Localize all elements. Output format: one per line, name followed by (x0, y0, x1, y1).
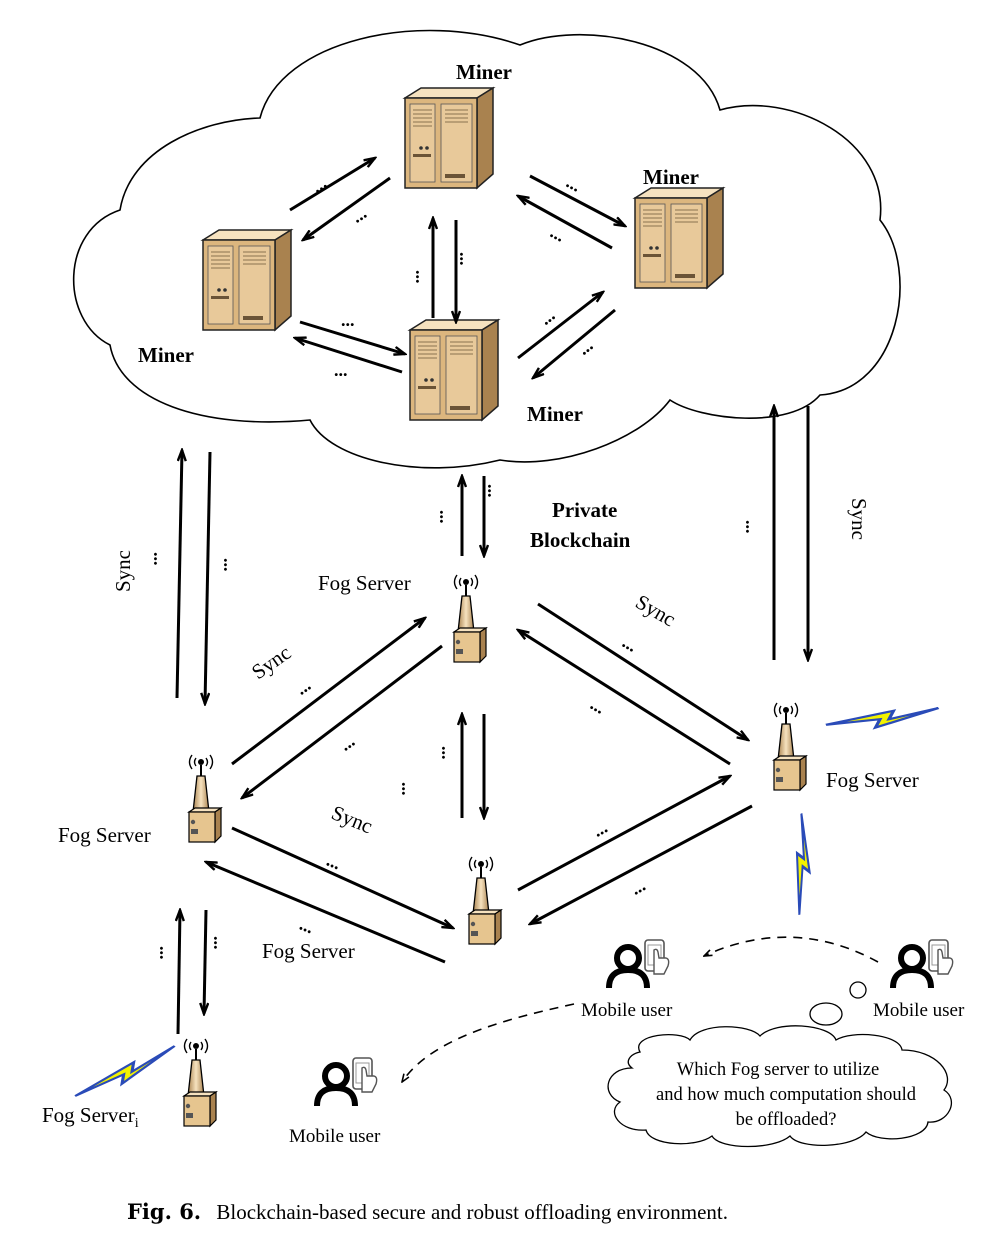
ellipsis: ... (436, 510, 456, 524)
miner-top-server-icon (404, 87, 494, 189)
ellipsis: ... (619, 632, 641, 656)
offload-path-right (704, 936, 879, 963)
figure-caption-label: Fig. 6. (127, 1199, 201, 1224)
fog-server-top-label: Fog Server (318, 571, 411, 595)
figure-caption: Fig. 6. Blockchain-based secure and robu… (127, 1199, 728, 1224)
miner-right-label: Miner (643, 165, 699, 189)
ellipsis: ... (587, 694, 609, 718)
mobile-user-icon (317, 1058, 377, 1106)
ellipsis: ... (334, 360, 348, 380)
ellipsis: ... (150, 552, 170, 566)
thought-line-2: and how much computation should (656, 1085, 917, 1105)
ellipsis: ... (156, 946, 176, 960)
ellipsis: ... (220, 558, 240, 572)
cloud-fog-links (175, 406, 808, 704)
mobile-user-label-center: Mobile user (581, 1000, 673, 1021)
mobile-user-label-left: Mobile user (289, 1126, 381, 1147)
offload-path-left (402, 1003, 575, 1082)
ellipsis: ... (341, 310, 355, 330)
mobile-user-icon (893, 940, 953, 988)
sync-label-right: Sync (847, 498, 871, 540)
private-blockchain-label-line1: Private (552, 498, 617, 522)
ellipsis: ... (297, 914, 317, 938)
thought-line-3: be offloaded? (736, 1110, 837, 1130)
miner-left-server-icon (202, 229, 292, 331)
ellipsis: ... (589, 817, 610, 841)
ellipsis: ... (412, 270, 432, 284)
blockchain-cloud (72, 29, 901, 469)
fog-server-i-label: Fog Serveri (42, 1103, 139, 1131)
lightning-icon (824, 706, 941, 730)
miner-links (289, 158, 625, 378)
ellipsis: ... (210, 936, 230, 950)
ellipsis: ... (398, 782, 418, 796)
fog-fog-links (178, 602, 753, 1035)
fog-server-bottom-label: Fog Server (262, 939, 355, 963)
fog-server-right-label: Fog Server (826, 768, 919, 792)
fog-server-left-label: Fog Server (58, 823, 151, 847)
ellipsis: ... (438, 746, 458, 760)
mobile-user-icon (609, 940, 669, 988)
lightning-icon (68, 1044, 183, 1101)
thought-line-1: Which Fog server to utilize (677, 1060, 879, 1080)
thought-bubble: Which Fog server to utilize and how much… (607, 981, 953, 1148)
figure-caption-text: Blockchain-based secure and robust offlo… (216, 1200, 728, 1224)
fog-server-i-icon (183, 1038, 217, 1127)
fog-server-right-icon (773, 702, 807, 791)
miner-bottom-server-icon (409, 319, 499, 421)
ellipsis: ... (742, 520, 762, 534)
miner-left-label: Miner (138, 343, 194, 367)
fog-server-bottom-icon (468, 856, 502, 945)
sync-label-lower-left: Sync (328, 800, 376, 838)
sync-label-upper-right: Sync (632, 590, 680, 632)
ellipsis: ... (484, 484, 504, 498)
fog-server-left-icon (188, 754, 222, 843)
fog-server-top-icon (453, 574, 487, 663)
lightning-icon (782, 812, 821, 917)
sync-label-upper-left: Sync (247, 640, 295, 684)
ellipsis: ... (292, 675, 315, 699)
mobile-user-label-right: Mobile user (873, 1000, 965, 1021)
ellipsis: ... (627, 875, 648, 899)
ellipsis: ... (336, 731, 359, 755)
ellipsis: ... (456, 252, 476, 266)
private-blockchain-label-line2: Blockchain (530, 528, 631, 552)
sync-label-left: Sync (111, 550, 135, 592)
miner-top-label: Miner (456, 60, 512, 84)
miner-bottom-label: Miner (527, 402, 583, 426)
miner-right-server-icon (634, 187, 724, 289)
